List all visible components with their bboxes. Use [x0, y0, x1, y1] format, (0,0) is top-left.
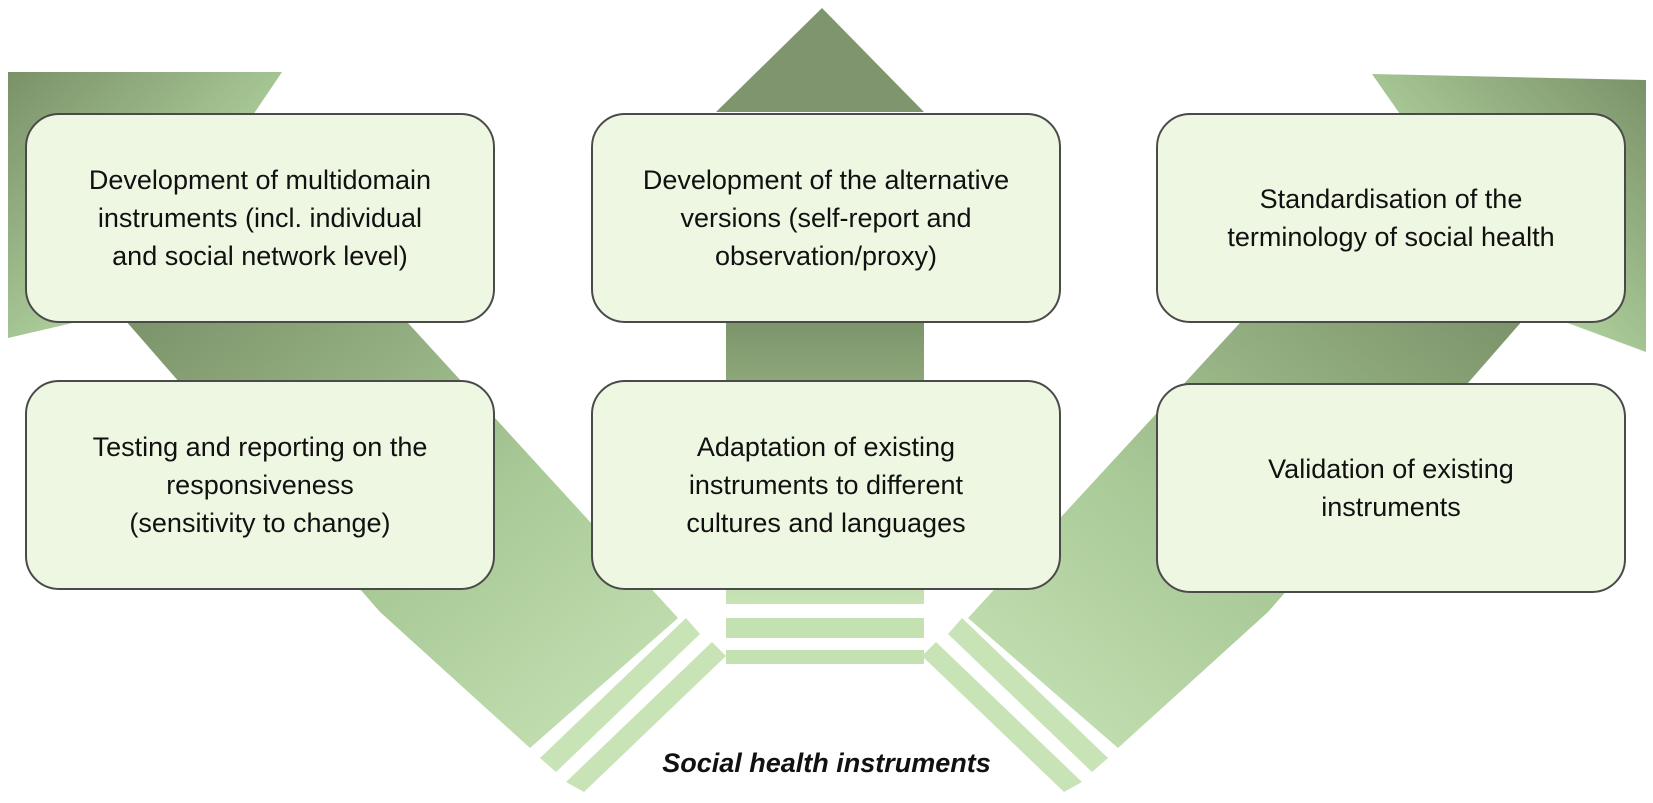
box-standardisation-terminology: Standardisation of the terminology of so…: [1156, 113, 1626, 323]
center-arrow-stripe-1: [726, 618, 924, 638]
box-responsiveness-testing-label: Testing and reporting on the responsiven…: [92, 432, 428, 538]
box-multidomain-instruments-label: Development of multidomain instruments (…: [88, 165, 432, 271]
box-validation-label: Validation of existing instruments: [1268, 454, 1514, 522]
box-cultural-adaptation-label: Adaptation of existing instruments to di…: [686, 432, 966, 538]
box-alternative-versions: Development of the alternative versions …: [591, 113, 1061, 323]
box-validation: Validation of existing instruments: [1156, 383, 1626, 593]
left-arrow-stripe-2: [566, 642, 726, 792]
center-arrow-stripe-2: [726, 650, 924, 664]
box-alternative-versions-label: Development of the alternative versions …: [642, 165, 1010, 271]
right-arrow-stripe-2: [922, 642, 1082, 792]
box-cultural-adaptation: Adaptation of existing instruments to di…: [591, 380, 1061, 590]
footer-caption: Social health instruments: [662, 748, 991, 778]
right-arrow-stripe-1: [948, 618, 1108, 772]
box-responsiveness-testing: Testing and reporting on the responsiven…: [25, 380, 495, 590]
left-arrow-stripe-1: [540, 618, 700, 772]
box-multidomain-instruments: Development of multidomain instruments (…: [25, 113, 495, 323]
center-arrow-head: [716, 8, 924, 112]
box-standardisation-terminology-label: Standardisation of the terminology of so…: [1227, 184, 1555, 252]
